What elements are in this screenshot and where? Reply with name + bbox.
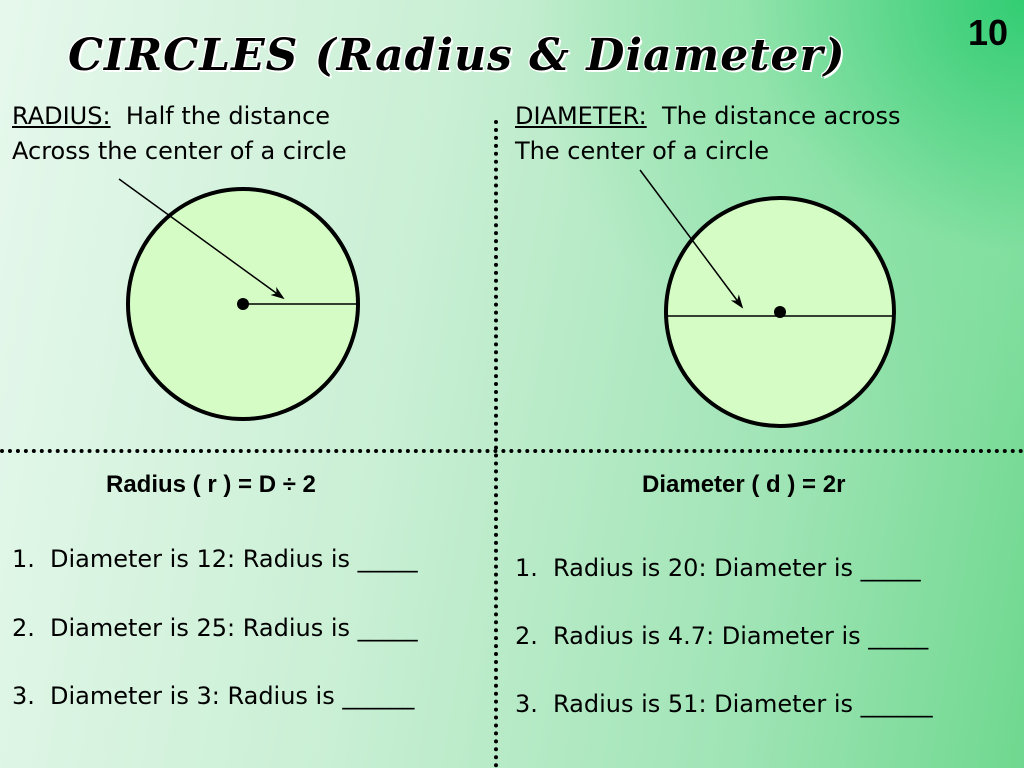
problem-number: 1. — [12, 545, 35, 573]
problem-number: 3. — [515, 690, 538, 718]
problem-text: Radius is 51: Diameter is ______ — [553, 690, 933, 718]
vertical-divider — [494, 120, 498, 768]
diameter-definition-line1: The distance across — [646, 102, 901, 130]
problem-number: 2. — [515, 622, 538, 650]
problem-number: 3. — [12, 682, 35, 710]
radius-formula: Radius ( r ) = D ÷ 2 — [106, 471, 316, 498]
radius-definition: RADIUS: Half the distance Across the cen… — [12, 99, 347, 169]
problem-text: Diameter is 12: Radius is _____ — [50, 545, 418, 573]
slide-title: CIRCLES (Radius & Diameter) — [68, 30, 846, 81]
problem-text: Diameter is 25: Radius is _____ — [50, 614, 418, 642]
diameter-center-dot — [774, 306, 786, 318]
problem-text: Radius is 20: Diameter is _____ — [553, 554, 921, 582]
diameter-term: DIAMETER: — [515, 102, 647, 130]
diameter-problem-2: 2. Radius is 4.7: Diameter is _____ — [515, 622, 928, 650]
problem-number: 1. — [515, 554, 538, 582]
radius-term: RADIUS: — [12, 102, 111, 130]
diameter-pointer-arrow — [639, 169, 744, 309]
radius-problem-1: 1. Diameter is 12: Radius is _____ — [12, 545, 418, 573]
diameter-problem-3: 3. Radius is 51: Diameter is ______ — [515, 690, 933, 718]
diameter-problem-1: 1. Radius is 20: Diameter is _____ — [515, 554, 921, 582]
slide-number: 10 — [968, 12, 1009, 53]
diameter-formula: Diameter ( d ) = 2r — [642, 471, 846, 498]
radius-problem-3: 3. Diameter is 3: Radius is ______ — [12, 682, 414, 710]
radius-definition-line2: Across the center of a circle — [12, 137, 347, 165]
radius-definition-line1: Half the distance — [110, 102, 331, 130]
horizontal-divider — [0, 449, 1024, 453]
radius-pointer-arrow — [118, 178, 285, 300]
diameter-definition: DIAMETER: The distance across The center… — [515, 99, 900, 169]
problem-number: 2. — [12, 614, 35, 642]
problem-text: Diameter is 3: Radius is ______ — [50, 682, 415, 710]
diameter-circle-diagram — [639, 169, 896, 428]
radius-center-dot — [237, 298, 249, 310]
problem-text: Radius is 4.7: Diameter is _____ — [553, 622, 929, 650]
diameter-definition-line2: The center of a circle — [515, 137, 770, 165]
radius-circle-diagram — [118, 178, 360, 421]
radius-problem-2: 2. Diameter is 25: Radius is _____ — [12, 614, 418, 642]
